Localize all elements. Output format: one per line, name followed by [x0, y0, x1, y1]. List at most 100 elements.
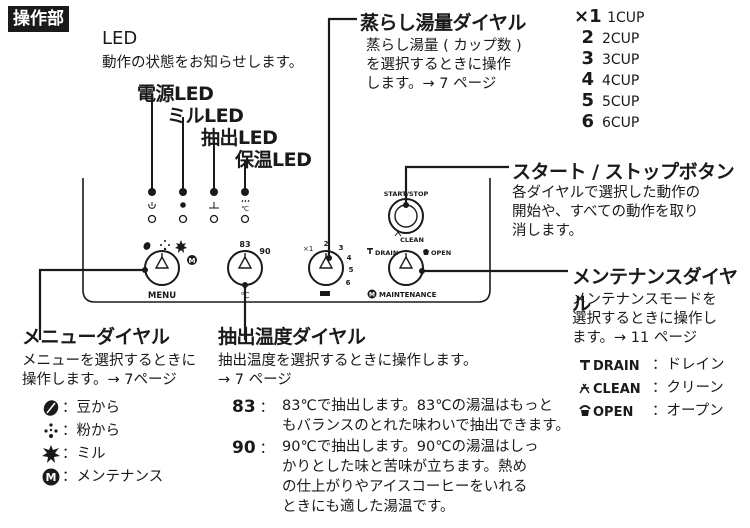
cup-num: 3 [581, 48, 594, 69]
temp-dial-title: 抽出温度ダイヤル [218, 326, 366, 348]
temp-dial-knob [227, 250, 263, 286]
temp-option-90: 90： [232, 437, 274, 458]
menu-m-badge: M [189, 257, 196, 265]
maintenance-desc-3: ます。→ 11 ページ [572, 330, 698, 346]
led-label-keepwarm: 保温LED [235, 149, 312, 171]
cup-icon [320, 291, 330, 296]
cup-item: 5 5CUP [574, 90, 639, 111]
led-title: LED [102, 28, 138, 49]
led-desc: 動作の状態をお知らせします。 [102, 55, 304, 71]
temp-90-line-3: の仕上がりやアイスコーヒーをいれる [282, 479, 528, 495]
drain-panel-label: DRAIN [375, 249, 398, 257]
maintenance-desc-1: メンテナンスモードを [572, 292, 717, 308]
maintenance-item-clean: CLEAN ：クリーン [578, 376, 724, 397]
drain-label: ：ドレイン [652, 357, 725, 373]
cup-label: 3CUP [602, 52, 640, 68]
cup-item: 2 2CUP [574, 27, 639, 48]
steam-dial-desc-3: します。→ 7 ページ [366, 76, 497, 92]
led-celsius-mark: ℃ [241, 205, 249, 213]
temp-83-mark: 83 [239, 240, 250, 249]
maintenance-desc-2: 選択するときに操作し [572, 311, 717, 327]
led-label-mill: ミルLED [167, 105, 244, 127]
clean-icon: CLEAN [579, 382, 641, 397]
steam-dial-desc-1: 蒸らし湯量 ( カップ数 ) [366, 38, 522, 54]
bean-icon [43, 400, 59, 416]
cup-x1-mark: ×1 [303, 245, 313, 253]
callout-lines [38, 17, 568, 340]
cup-mark-4: 4 [347, 254, 352, 262]
temp-dial-desc-2: → 7 ページ [218, 372, 292, 388]
temp-option-num: 83 [232, 397, 256, 417]
cup-num: 2 [581, 27, 594, 48]
open-icon: OPEN [579, 405, 633, 420]
temp-83-line-2: もバランスのとれた味わいで抽出できます。 [282, 418, 570, 434]
clean-panel-label: CLEAN [400, 236, 424, 244]
cup-mark-6: 6 [346, 279, 351, 287]
clean-panel-icon [394, 230, 402, 237]
menu-item-label: ：ミル [62, 446, 106, 462]
menu-dial-marks [143, 240, 197, 265]
callout-dots [142, 202, 425, 288]
cup-mark-2: 2 [324, 240, 329, 248]
cup-mark-5: 5 [349, 266, 354, 274]
temp-83-line-1: 83℃で抽出します。83℃の湯温はもっと [282, 398, 554, 414]
svg-text:M: M [369, 292, 375, 299]
open-panel-icon [423, 249, 429, 255]
led-dots [148, 188, 249, 196]
led-lamps [147, 214, 250, 224]
steam-dial-desc-2: を選択するときに操作 [366, 57, 511, 73]
cup-label: 2CUP [602, 31, 640, 47]
menu-item-maintenance: M：メンテナンス [42, 465, 163, 486]
menu-label: MENU [148, 291, 176, 301]
maintenance-dial-knob [388, 250, 424, 286]
cup-num: 4 [581, 69, 594, 90]
cup-item: 6 6CUP [574, 111, 639, 132]
start-stop-desc-3: 消します。 [512, 223, 584, 239]
cup-prefix: × [574, 6, 590, 27]
cup-num: 6 [581, 111, 594, 132]
temp-dial-desc-1: 抽出温度を選択するときに操作します。 [218, 353, 478, 369]
led-icons [148, 199, 250, 209]
temp-option-num: 90 [232, 438, 256, 458]
menu-dial-desc-1: メニューを選択するときに [22, 353, 196, 369]
led-label-power: 電源LED [137, 83, 214, 105]
cup-num: 5 [581, 90, 594, 111]
menu-item-beans: ：豆から [42, 396, 120, 417]
panel-outline [82, 178, 491, 303]
cup-num: 1 [589, 6, 602, 27]
menu-item-ground: ：粉から [42, 419, 120, 440]
ground-coffee-icon [44, 423, 58, 438]
clean-key: CLEAN [593, 382, 641, 396]
temp-option-sep: ： [259, 400, 275, 416]
temp-90-mark: 90 [259, 247, 271, 256]
cup-label: 4CUP [602, 73, 640, 89]
menu-dial-desc-2: 操作します。→ 7ページ [22, 372, 177, 388]
maintenance-item-drain: DRAIN ：ドレイン [578, 353, 725, 374]
cup-item: 3 3CUP [574, 48, 639, 69]
menu-item-mill: ：ミル [42, 442, 106, 463]
cup-item: 4 4CUP [574, 69, 639, 90]
start-stop-desc-2: 開始や、すべての動作を取り [512, 204, 699, 220]
led-callout-lines [151, 95, 246, 190]
temp-90-line-1: 90℃で抽出します。90℃の湯温はしっ [282, 439, 539, 455]
clean-label: ：クリーン [652, 380, 724, 396]
open-key: OPEN [593, 405, 633, 419]
drain-icon: DRAIN [580, 359, 640, 374]
temp-90-line-2: かりとした味と苦味が立ちます。熱め [282, 459, 528, 475]
maintenance-panel-label: MAINTENANCE [379, 291, 437, 299]
menu-dial-knob [144, 250, 180, 286]
steam-dial-title: 蒸らし湯量ダイヤル [360, 12, 526, 34]
drain-key: DRAIN [593, 359, 640, 373]
section-tag: 操作部 [8, 6, 69, 32]
open-label: ：オープン [652, 403, 724, 419]
temp-option-83: 83： [232, 396, 274, 417]
maintenance-title: メンテナンスダイヤル [572, 266, 738, 315]
cup-label: 6CUP [602, 115, 640, 131]
maintenance-item-open: OPEN ：オープン [578, 399, 724, 420]
cup-label: 5CUP [602, 94, 640, 110]
maintenance-m-icon: M [42, 468, 60, 486]
start-stop-title: スタート / ストップボタン [512, 161, 735, 183]
open-panel-label: OPEN [431, 249, 451, 257]
